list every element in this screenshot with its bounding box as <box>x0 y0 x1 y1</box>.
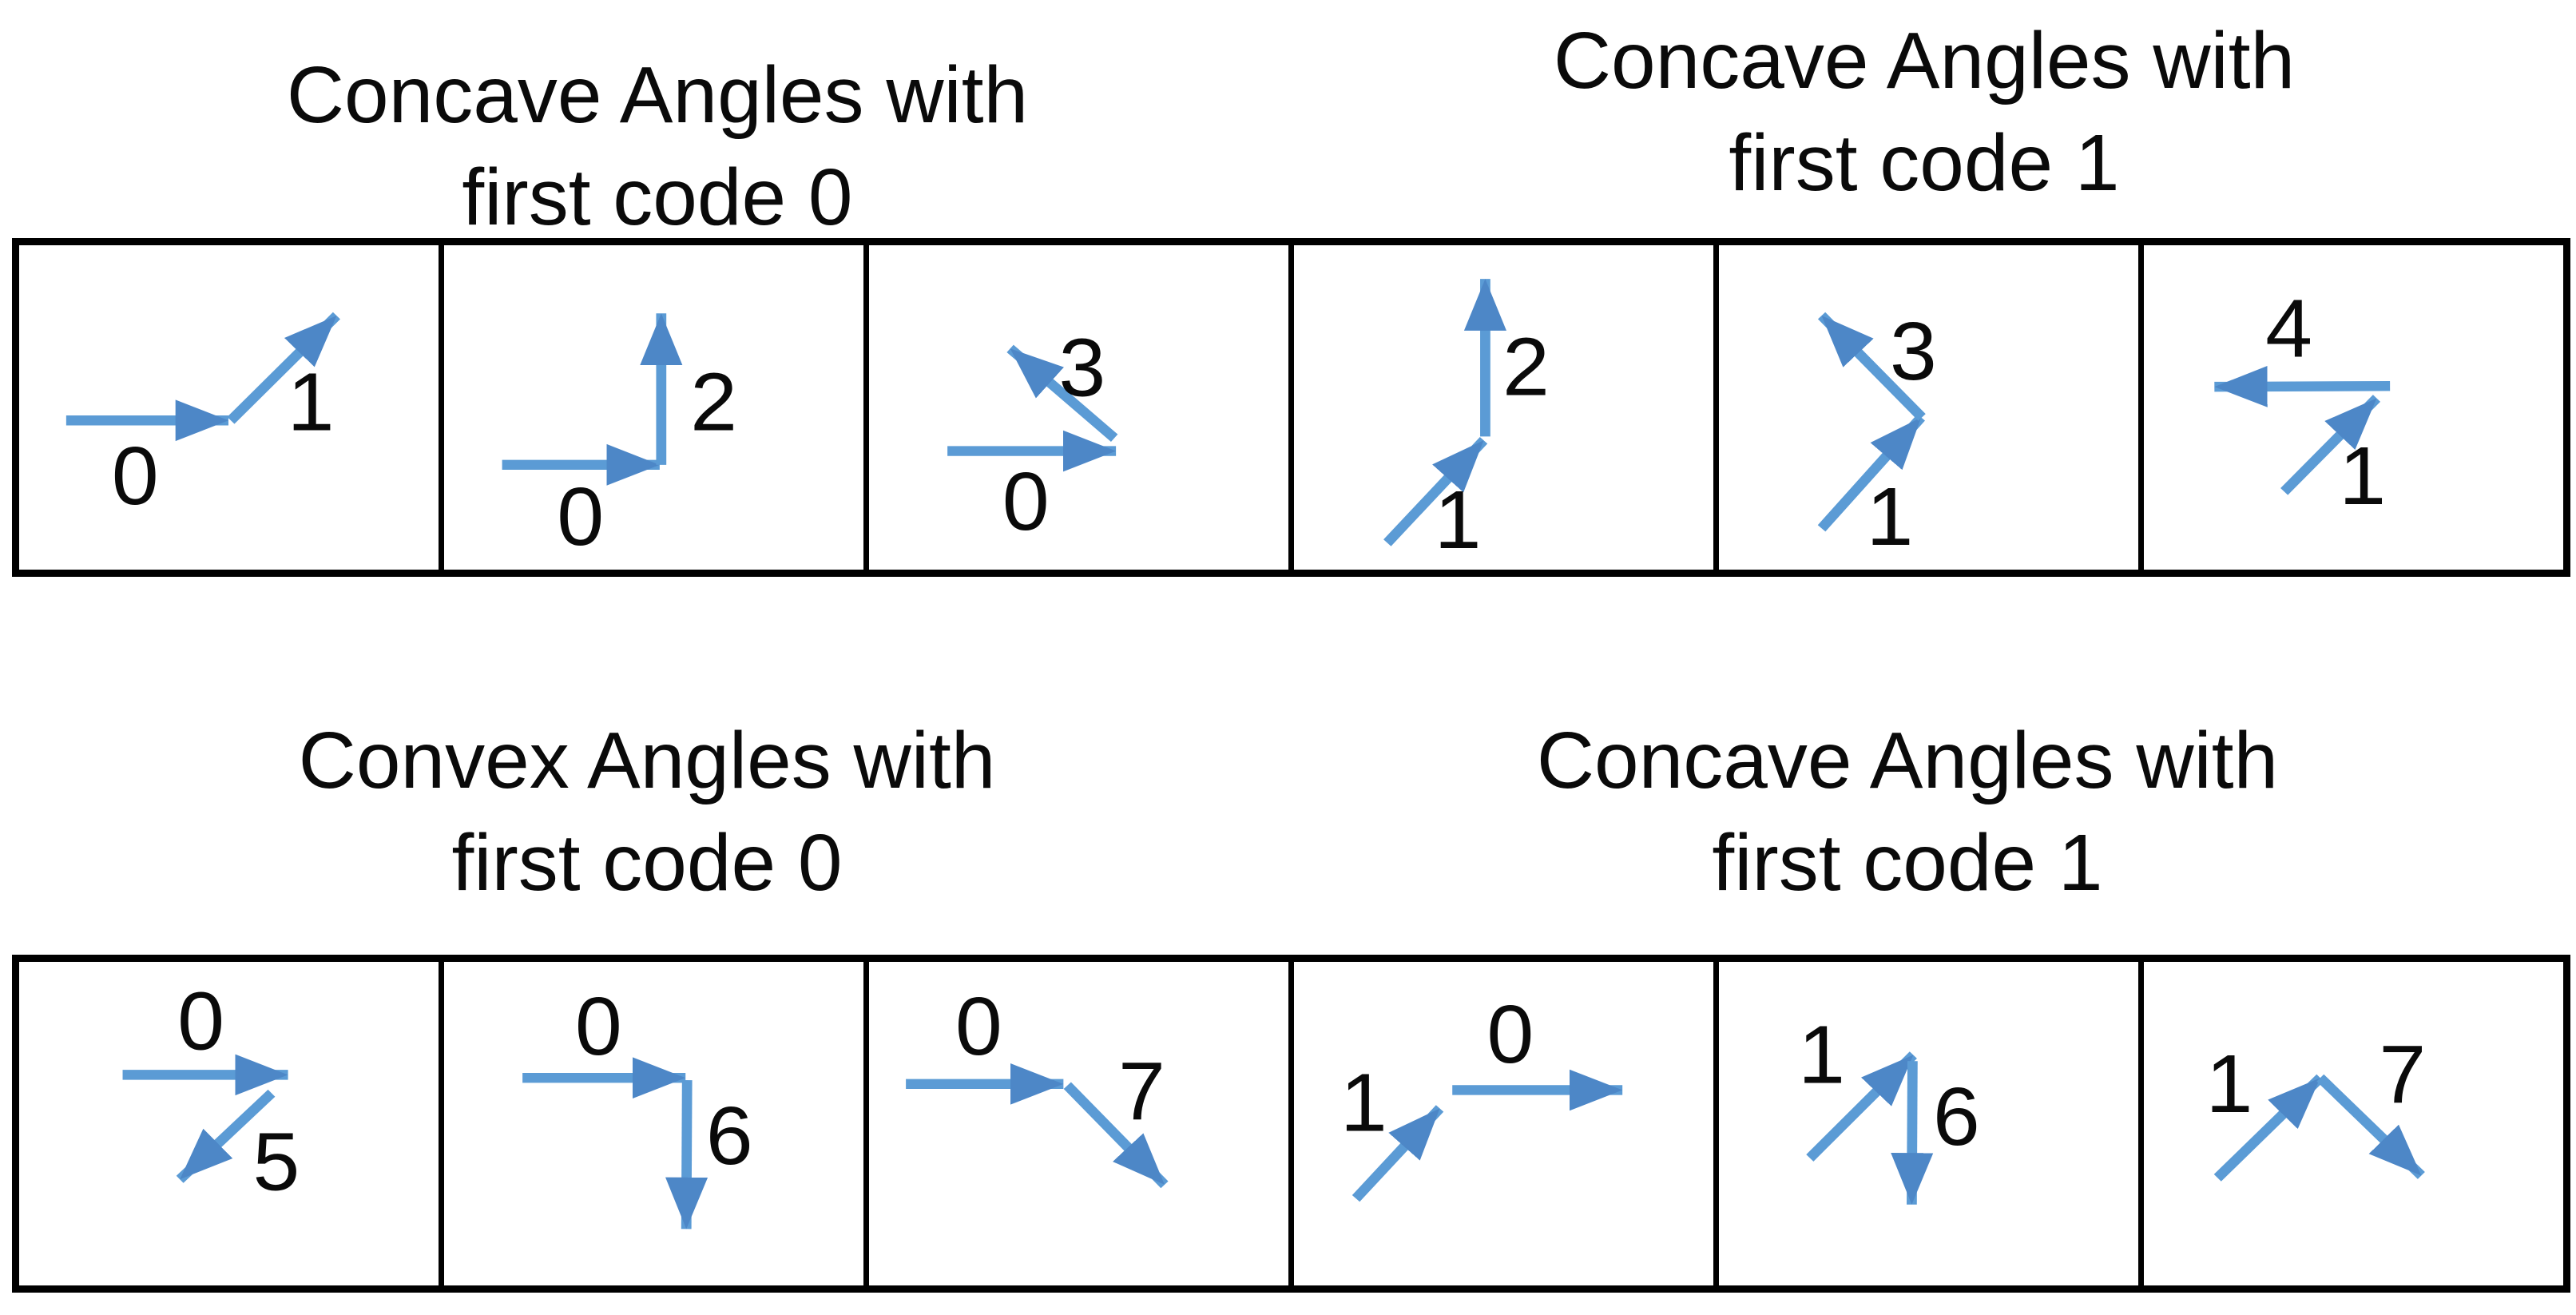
chain-code-label: 7 <box>1118 1046 1165 1138</box>
chain-code-label: 2 <box>1502 320 1550 413</box>
title-top-left: Concave Angles with first code 0 <box>287 44 1028 248</box>
title-line: Concave Angles with <box>286 50 1029 140</box>
chain-code-label: 3 <box>1890 305 1937 398</box>
angle-diagram: 13 <box>1817 305 1937 563</box>
title-line: Concave Angles with <box>1553 16 2296 105</box>
chain-code-label: 0 <box>955 980 1002 1072</box>
chain-arrow-ne-code-1 <box>1817 414 1925 532</box>
chain-arrow-nw-code-3 <box>1006 344 1118 442</box>
chain-code-label: 1 <box>1798 1009 1845 1101</box>
angle-diagram: 12 <box>1383 279 1550 566</box>
chain-arrow-ne-code-1 <box>1352 1105 1444 1202</box>
chain-arrow-ne-code-1 <box>227 312 340 424</box>
chain-code-label: 6 <box>1933 1071 1980 1162</box>
chain-code-label: 1 <box>2339 430 2386 522</box>
chain-arrow-s-code-6 <box>665 1080 708 1230</box>
chain-code-label: 0 <box>1486 988 1534 1080</box>
chain-code-label: 0 <box>1002 455 1050 548</box>
angle-diagram: 10 <box>1340 988 1623 1202</box>
angle-diagram: 06 <box>522 980 753 1230</box>
title-line: Convex Angles with <box>298 716 996 805</box>
chain-arrow-sw-code-5 <box>176 1089 276 1183</box>
chain-code-label: 0 <box>112 430 159 522</box>
chain-arrow-ne-code-1 <box>1383 436 1488 546</box>
angle-diagram: 41 <box>2214 283 2391 522</box>
title-line: first code 1 <box>1712 818 2103 908</box>
chain-code-label: 0 <box>575 980 622 1072</box>
angle-diagram: 07 <box>906 980 1169 1189</box>
chain-code-label: 0 <box>177 975 224 1067</box>
title-line: first code 1 <box>1729 118 2120 208</box>
title-line: first code 0 <box>462 153 853 242</box>
chain-arrow-se-code-7 <box>2316 1074 2425 1179</box>
chain-code-label: 7 <box>2379 1029 2426 1121</box>
angle-diagram: 02 <box>502 313 737 563</box>
angle-diagram: 01 <box>65 312 340 522</box>
chain-arrow-ne-code-1 <box>2280 395 2381 495</box>
chain-code-label: 1 <box>2205 1038 2253 1130</box>
angle-diagram: 03 <box>947 321 1118 548</box>
chain-code-label: 1 <box>1866 471 1913 563</box>
chain-arrow-nw-code-3 <box>1817 312 1926 421</box>
chain-code-label: 1 <box>1340 1057 1387 1149</box>
chain-code-label: 2 <box>690 356 737 449</box>
chain-arrow-ne-code-1 <box>1806 1051 1917 1162</box>
chain-code-label: 4 <box>2265 283 2312 375</box>
angle-diagram: 16 <box>1798 1009 1980 1205</box>
chain-code-label: 5 <box>252 1116 300 1208</box>
chain-arrow-s-code-6 <box>1891 1061 1934 1205</box>
chain-code-label: 0 <box>557 471 604 563</box>
chain-arrow-w-code-4 <box>2214 365 2391 407</box>
chain-arrow-se-code-7 <box>1063 1082 1169 1189</box>
chain-arrow-ne-code-1 <box>2213 1074 2324 1182</box>
title-bottom-left: Convex Angles with first code 0 <box>299 709 996 914</box>
chain-code-label: 1 <box>1435 474 1482 566</box>
chain-code-label: 3 <box>1058 321 1105 414</box>
angle-diagram: 05 <box>122 975 300 1208</box>
title-top-right: Concave Angles with first code 1 <box>1554 10 2295 214</box>
chain-code-label: 1 <box>288 356 335 449</box>
title-line: Concave Angles with <box>1536 716 2279 805</box>
title-bottom-right: Concave Angles with first code 1 <box>1537 709 2278 914</box>
chain-code-label: 6 <box>706 1090 753 1182</box>
title-line: first code 0 <box>451 818 843 908</box>
